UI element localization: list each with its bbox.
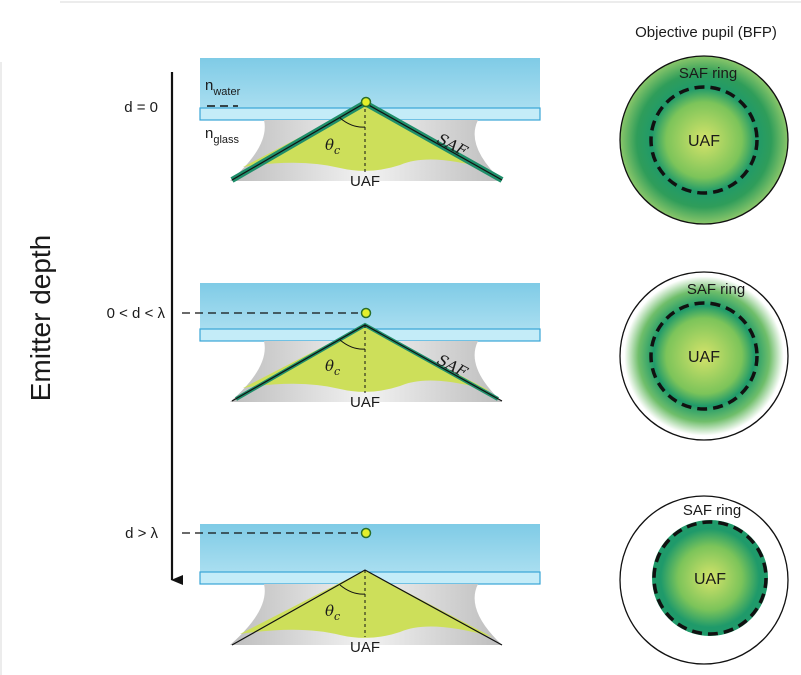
- theta-c-label: θc: [325, 602, 340, 623]
- depth-label: d = 0: [124, 99, 158, 116]
- theta-arc: [339, 117, 366, 128]
- critical-ring-dashed: [652, 520, 768, 636]
- emitter-dot: [360, 307, 372, 319]
- water-layer: [200, 283, 540, 329]
- n-glass-label: nglass: [205, 125, 240, 146]
- axis-label: Emitter depth: [25, 235, 56, 402]
- theta-arc: [339, 584, 366, 595]
- depth-label: 0 < d < λ: [107, 305, 166, 322]
- critical-ring-dashed: [649, 85, 759, 195]
- saf-ring-label: SAF ring: [683, 502, 741, 519]
- pupil-uaf-label: UAF: [694, 571, 726, 588]
- pupil-title: Objective pupil (BFP): [635, 24, 777, 41]
- pupil-uaf-label: UAF: [688, 349, 720, 366]
- theta-arc: [339, 339, 366, 350]
- uaf-label: UAF: [350, 639, 380, 656]
- saf-ring-label: SAF ring: [679, 65, 737, 82]
- row-1: d = 0 nwater nglass θc SAF UAF UAF SAF r…: [124, 55, 789, 225]
- saf-ring-label: SAF ring: [687, 281, 745, 298]
- uaf-region: [240, 570, 492, 638]
- pupil-uaf-disc: [652, 520, 768, 636]
- pupil-circle: [619, 55, 789, 225]
- emitter-dot: [360, 527, 372, 539]
- theta-c-label: θc: [325, 136, 340, 157]
- emitter-dot: [360, 96, 372, 108]
- row-3: d > λ θc UAF UAF SAF ring: [125, 495, 789, 665]
- theta-c-label: θc: [325, 357, 340, 378]
- uaf-region: [243, 325, 490, 392]
- pupil-circle: [619, 271, 789, 441]
- uaf-label: UAF: [350, 394, 380, 411]
- critical-ring-dashed: [649, 301, 759, 411]
- uaf-region: [243, 103, 490, 171]
- depth-label: d > λ: [125, 525, 158, 542]
- uaf-label: UAF: [350, 173, 380, 190]
- pupil-uaf-label: UAF: [688, 133, 720, 150]
- n-water-label: nwater: [205, 77, 241, 98]
- row-2: 0 < d < λ θc SAF UAF UAF SAF ring: [107, 271, 789, 441]
